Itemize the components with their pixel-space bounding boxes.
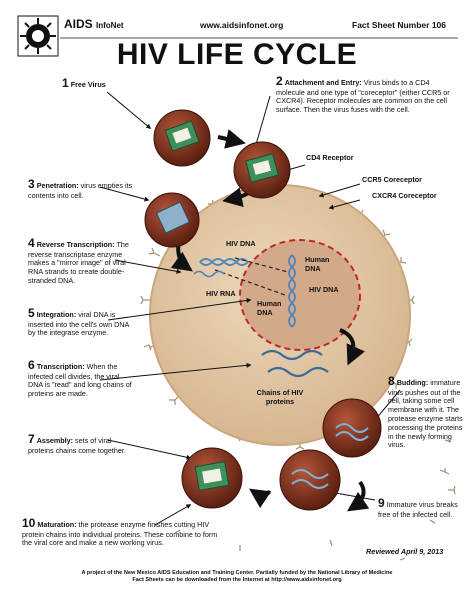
website-link[interactable]: www.aidsinfonet.org	[200, 20, 284, 30]
immature-virus-icon	[279, 449, 341, 511]
budding-virus-icon	[322, 398, 382, 458]
fact-sheet-number: Fact Sheet Number 106	[352, 20, 447, 30]
step-2: 2 Attachment and Entry: Virus binds to a…	[276, 74, 452, 115]
step-3-number: 3	[28, 177, 35, 191]
step-3-text: virus empties its contents into cell.	[28, 181, 133, 200]
step-8-text: immature virus pushes out of the cell, t…	[388, 378, 463, 450]
step-7-number: 7	[28, 432, 35, 446]
step-10-number: 10	[22, 516, 36, 530]
hiv-dna-label-1: HIV DNA	[226, 239, 256, 248]
step-8-label: Budding:	[396, 378, 429, 387]
step-1-number: 1	[62, 76, 69, 90]
step-3-label: Penetration:	[36, 181, 79, 190]
step-4-text: The reverse transcriptase enzyme makes a…	[28, 240, 129, 285]
org-name-text: AIDS	[64, 17, 93, 31]
step-5-label: Integration:	[36, 310, 77, 319]
step-6-number: 6	[28, 358, 35, 372]
protein-chains	[261, 349, 329, 378]
step-9-number: 9	[378, 496, 385, 510]
step-9: 9 Immature virus breaks free of the infe…	[378, 496, 460, 519]
step-7: 7 Assembly: sets of viral proteins chain…	[28, 432, 138, 455]
cxcr4-coreceptor-label: CXCR4 Coreceptor	[372, 191, 437, 200]
step-4-number: 4	[28, 236, 35, 250]
human-dna-label-1: Human DNA	[305, 255, 330, 273]
ccr5-coreceptor-label: CCR5 Coreceptor	[362, 175, 422, 184]
page-title: HIV LIFE CYCLE	[116, 38, 358, 71]
aids-infonet-logo-icon	[17, 15, 59, 57]
footer: A project of the New Mexico AIDS Educati…	[20, 570, 454, 585]
human-dna-label-2: Human DNA	[257, 299, 282, 317]
step-1: 1 Free Virus	[62, 76, 152, 91]
step-1-label: Free Virus	[70, 80, 106, 89]
free-virus-icon	[153, 109, 211, 167]
step-4-label: Reverse Transcription:	[36, 240, 115, 249]
human-dna-helix	[288, 254, 296, 328]
step-6-text: When the infected cell divides, the vira…	[28, 362, 132, 399]
step-3: 3 Penetration: virus empties its content…	[28, 177, 133, 200]
step-10: 10 Maturation: the protease enzyme finis…	[22, 516, 222, 548]
step-7-text: sets of viral proteins chains come toget…	[28, 436, 126, 455]
hiv-dna-label-2: HIV DNA	[309, 285, 339, 294]
org-sub-text: InfoNet	[96, 21, 124, 30]
hiv-rna-label: HIV RNA	[206, 289, 236, 298]
cd4-receptor-label: CD4 Receptor	[306, 153, 354, 162]
step-8-number: 8	[388, 374, 395, 388]
step-9-text: Immature virus breaks free of the infect…	[378, 500, 458, 519]
step-2-label: Attachment and Entry:	[284, 78, 362, 87]
step-5: 5 Integration: viral DNA is inserted int…	[28, 306, 136, 338]
footer-line-2[interactable]: Fact Sheets can be downloaded from the I…	[132, 577, 342, 584]
penetrating-virus-icon	[144, 192, 200, 248]
reviewed-date: Reviewed April 9, 2013	[366, 547, 444, 556]
step-6: 6 Transcription: When the infected cell …	[28, 358, 136, 399]
step-7-label: Assembly:	[36, 436, 74, 445]
mature-virus-icon	[181, 447, 243, 509]
step-5-text: viral DNA is inserted into the cell's ow…	[28, 310, 129, 338]
nucleus	[239, 239, 361, 351]
step-6-label: Transcription:	[36, 362, 85, 371]
attaching-virus-icon	[233, 141, 291, 199]
step-5-number: 5	[28, 306, 35, 320]
chains-of-hiv-proteins-label: Chains of HIV proteins	[256, 388, 304, 406]
step-2-number: 2	[276, 74, 283, 88]
step-10-label: Maturation:	[37, 520, 77, 529]
viral-rna-strand	[193, 270, 225, 278]
step-2-text: Virus binds to a CD4 molecule and one ty…	[276, 78, 450, 115]
step-10-text: the protease enzyme finishes cutting HIV…	[22, 520, 218, 548]
org-name: AIDS InfoNet	[64, 17, 124, 31]
footer-line-1: A project of the New Mexico AIDS Educati…	[81, 570, 393, 576]
hiv-dna-helix	[199, 258, 249, 266]
step-4: 4 Reverse Transcription: The reverse tra…	[28, 236, 138, 286]
step-8: 8 Budding: immature virus pushes out of …	[388, 374, 468, 450]
